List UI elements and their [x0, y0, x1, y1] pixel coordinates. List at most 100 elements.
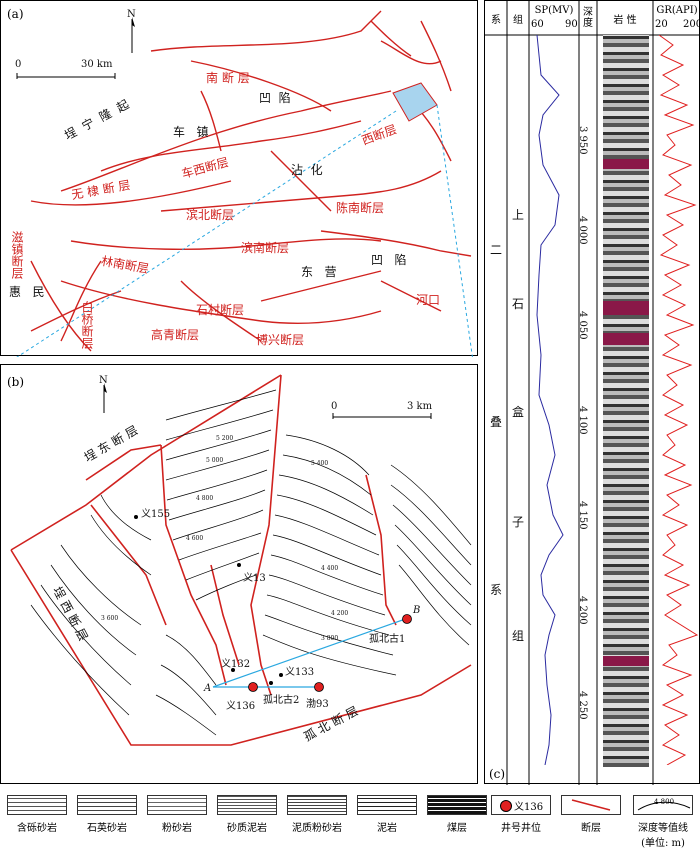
label-huimin: 惠 民 [9, 285, 45, 299]
legend-text: 井号井位 [501, 823, 541, 834]
scale-bar-a [16, 73, 116, 79]
legend-text: 煤层 [447, 823, 467, 834]
scale-end-b: 3 km [407, 401, 433, 412]
legend-text: 砂质泥岩 [227, 823, 267, 834]
scale-end-a: 30 km [81, 59, 113, 70]
formation-char: 组 [512, 629, 525, 643]
section-label-a: A [204, 683, 212, 694]
north-label-a: N [127, 9, 136, 20]
depth-tick: 4 100 [577, 406, 588, 435]
system-char: 二 [490, 243, 503, 257]
legend-swatch: 4 800 [633, 795, 693, 815]
legend-swatch [147, 795, 207, 815]
legend-item-contour: 4 800 深度等值线 (单位: m) [628, 795, 698, 849]
scale-start-b: 0 [331, 401, 338, 412]
panel-c-label: (c) [489, 767, 506, 781]
legend-swatch [217, 795, 277, 815]
label-chennan2: 陈南断层 [336, 201, 385, 215]
legend-well-symbol: 义136 [514, 802, 544, 813]
header-depth: 深度 [583, 7, 593, 29]
well-label-yi132: 义132 [221, 659, 251, 670]
label-zhanhua: 沾 化 [291, 163, 323, 177]
legend-swatch [357, 795, 417, 815]
well-label-gubeigu2: 孤北古2 [263, 695, 300, 706]
contour-line-icon [637, 801, 691, 811]
depth-tick: 3 950 [577, 126, 588, 155]
header-sp-min: 60 [531, 19, 544, 30]
legend-item-well: 义136 井号井位 [486, 795, 556, 834]
contour-label: 5 400 [311, 460, 329, 467]
label-dongying: 东 营 [301, 265, 337, 279]
log-grid [485, 1, 700, 785]
formation-char: 石 [512, 297, 525, 311]
legend-text: 石英砂岩 [87, 823, 127, 834]
legend-item-gravel: 含砾砂岩 [2, 795, 72, 834]
panel-c-log: 系 组 SP(MV) 60 90 深度 岩 性 GR(API) 20 200 二… [484, 0, 700, 785]
contour-map-b [10, 374, 472, 746]
contour-label: 3 800 [321, 635, 339, 642]
system-char: 叠 [490, 415, 503, 429]
contour-label: 4 800 [196, 495, 214, 502]
label-shicun: 石村断层 [196, 303, 245, 317]
fault-network-a [16, 10, 473, 357]
header-sp: SP(MV) [534, 5, 574, 16]
label-baiqiao: 白桥断层 [80, 301, 94, 349]
coal-band [603, 333, 649, 345]
panel-b-label: (b) [7, 375, 25, 389]
depth-tick: 4 200 [577, 596, 588, 625]
header-sp-max: 90 [565, 19, 578, 30]
legend-item-mud: 泥岩 [352, 795, 422, 834]
header-gr: GR(API) [656, 5, 698, 16]
legend-swatch [7, 795, 67, 815]
fault-line-icon [571, 799, 611, 811]
contour-label: 4 200 [331, 610, 349, 617]
well-label-yi13: 义13 [243, 573, 266, 584]
contour-label: 4 400 [321, 565, 339, 572]
legend-swatch: 义136 [491, 795, 551, 815]
panel-a-label: (a) [7, 7, 24, 21]
lithology-column [603, 35, 649, 767]
well-label-yi133: 义133 [285, 667, 315, 678]
contour-label: 4 600 [186, 535, 204, 542]
north-arrow-icon [103, 383, 107, 413]
legend-item-sandmud: 砂质泥岩 [212, 795, 282, 834]
depth-tick: 4 250 [577, 691, 588, 720]
label-binnan: 滨南断层 [241, 241, 290, 255]
coal-band [603, 159, 649, 169]
well-label-gubeigu1: 孤北古1 [369, 634, 406, 645]
panel-b-map: (b) N 0 3 km [0, 364, 478, 784]
section-label-b: B [413, 605, 421, 616]
scale-start-a: 0 [15, 59, 22, 70]
label-aoxian2: 凹 陷 [371, 253, 407, 267]
legend-text: 泥质粉砂岩 [292, 823, 342, 834]
legend-text: 深度等值线 (单位: m) [638, 823, 688, 849]
legend-swatch [287, 795, 347, 815]
legend-item-coal: 煤层 [422, 795, 492, 834]
formation-char: 盒 [512, 405, 525, 419]
label-gaoqing: 高青断层 [151, 328, 200, 342]
formation-char: 子 [512, 515, 525, 529]
north-arrow-icon [131, 17, 135, 53]
label-aoxian: 凹 陷 [259, 91, 291, 105]
well-label-yi155: 义155 [141, 509, 171, 520]
panel-a-map: (a) N 0 30 km [0, 0, 478, 357]
north-label-b: N [99, 375, 108, 386]
formation-char: 上 [512, 208, 525, 222]
legend-text: 泥岩 [377, 823, 397, 834]
well-label-bo93: 渤93 [306, 699, 329, 710]
contour-label: 5 000 [206, 457, 224, 464]
label-zizhen: 滋镇断层 [10, 231, 24, 279]
gr-curve [658, 35, 699, 765]
legend-contour-value: 4 800 [654, 798, 675, 806]
contour-label: 3 600 [101, 615, 119, 622]
depth-tick: 4 050 [577, 311, 588, 340]
legend-text: 含砾砂岩 [17, 823, 57, 834]
legend-item-mudsilt: 泥质粉砂岩 [282, 795, 352, 834]
header-xi: 系 [491, 15, 501, 26]
scale-bar-b [332, 413, 432, 419]
well-label-yi136: 义136 [226, 701, 256, 712]
legend-swatch [427, 795, 487, 815]
legend-text: 粉砂岩 [162, 823, 192, 834]
legend-item-fault: 断层 [556, 795, 626, 834]
legend-swatch [561, 795, 621, 815]
